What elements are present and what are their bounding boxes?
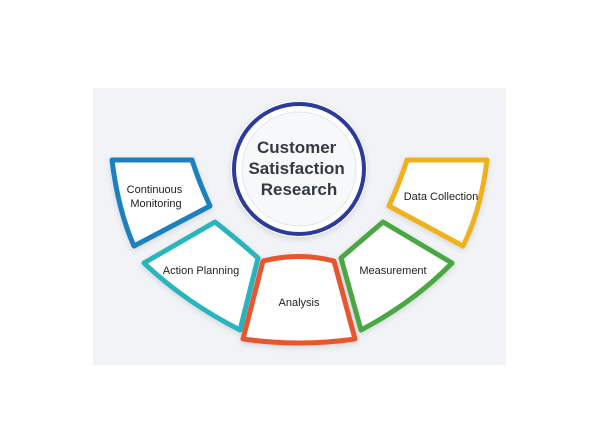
segment-analysis-shape [240,254,358,346]
segment-continuous-monitoring-label-2: Monitoring [130,198,181,210]
svg-text:Analysis: Analysis [279,297,320,309]
segment-measurement-shape [338,219,455,333]
segment-action-planning-shape [141,219,261,333]
segment-action-planning-label: Action Planning [163,265,239,277]
center-title-line-3: Research [261,180,338,199]
center-circle-inner [241,111,357,227]
svg-text:Data Collection: Data Collection [404,191,479,203]
segment-continuous-monitoring: Continuous Monitoring [109,157,213,249]
svg-text:Continuous Monitoring: Continuous Monitoring [127,184,186,210]
center-node: Customer Satisfaction Research [231,101,367,237]
svg-text:Action Planning: Action Planning [163,265,239,277]
segment-measurement: Measurement [338,219,455,333]
segment-analysis: Analysis [240,254,358,346]
center-title-line-2: Satisfaction [248,159,344,178]
svg-text:Customer Satisfaction: Customer Satisfaction Research [248,138,349,199]
svg-text:Measurement: Measurement [359,265,426,277]
segment-data-collection-label: Data Collection [404,191,479,203]
segment-data-collection-shape [386,157,490,249]
segment-data-collection: Data Collection [386,157,490,249]
segment-continuous-monitoring-shape [109,157,213,249]
center-title-line-1: Customer [257,138,337,157]
segment-analysis-label: Analysis [279,297,320,309]
segment-measurement-label: Measurement [359,265,426,277]
segment-action-planning: Action Planning [141,219,261,333]
segment-continuous-monitoring-label-1: Continuous [127,184,183,196]
